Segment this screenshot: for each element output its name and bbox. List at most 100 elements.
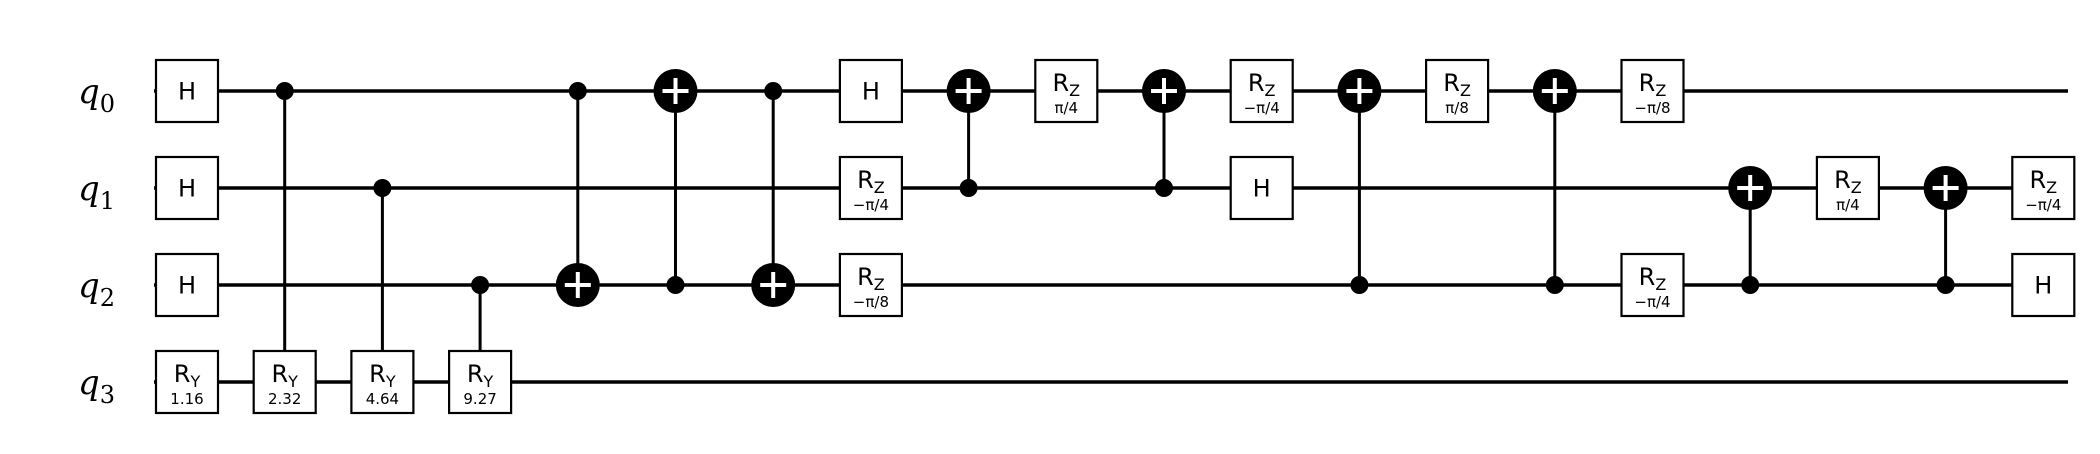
gate-rz: RZ−π/8: [838, 252, 904, 318]
gate-label: RZ: [857, 166, 885, 197]
gate-param: π/4: [1054, 99, 1078, 117]
gate-box: [350, 349, 415, 415]
cnot-target: [1532, 69, 1577, 113]
gate-box: [154, 349, 220, 415]
control-dot: [1936, 276, 1955, 294]
gate-param: 1.16: [170, 390, 203, 408]
gate-h: H: [1229, 155, 1294, 221]
cnot-target: [653, 69, 698, 113]
control-dot: [1155, 179, 1173, 197]
gate-label: H: [862, 78, 880, 106]
control-dot: [1741, 276, 1760, 294]
qubit-label-3: q3: [78, 363, 115, 409]
gate-box: [1620, 252, 1685, 318]
gate-label: RZ: [1443, 69, 1471, 100]
gate-box: [1229, 58, 1294, 124]
gate-label: RZ: [1052, 69, 1080, 100]
gate-h: H: [154, 252, 220, 318]
control-dot: [666, 276, 685, 294]
gate-param: 9.27: [463, 390, 496, 408]
gate-label: H: [178, 272, 196, 300]
gate-param: π/8: [1445, 99, 1469, 117]
gate-label: RY: [467, 360, 494, 391]
gate-ry: RY9.27: [448, 349, 513, 415]
gate-label: RZ: [857, 263, 885, 294]
gate-box: [2011, 252, 2076, 318]
gate-label: RZ: [1248, 69, 1276, 100]
gate-param: −π/4: [1634, 293, 1670, 311]
gate-label: RY: [271, 360, 298, 391]
gate-param: −π/4: [1244, 99, 1280, 117]
cnot-target: [1923, 166, 1968, 210]
gate-box: [154, 155, 220, 221]
control-dot: [959, 179, 978, 197]
gate-label: RZ: [1834, 166, 1862, 197]
gate-box: [2011, 155, 2076, 221]
cnot-target: [1337, 69, 1382, 113]
qubit-label-2: q2: [78, 266, 115, 312]
gate-box: [154, 58, 220, 124]
cnot-target: [1142, 69, 1186, 113]
control-dot: [764, 82, 783, 100]
gate-param: −π/4: [853, 196, 889, 214]
gate-label: RY: [174, 360, 201, 391]
qubit-labels: q0 q1 q2 q3: [78, 72, 115, 409]
qubit-wires: [154, 89, 2068, 384]
control-dot: [275, 82, 294, 100]
gate-rz: RZπ/4: [1815, 155, 1881, 221]
cnot-target: [1728, 166, 1773, 210]
gate-label: RZ: [2029, 166, 2057, 197]
gate-param: 2.32: [268, 390, 301, 408]
gate-rz: RZ−π/4: [1229, 58, 1294, 124]
gate-label: H: [178, 78, 196, 106]
gate-box: [1815, 155, 1881, 221]
gate-rz: RZ−π/4: [838, 155, 904, 221]
gate-h: H: [154, 58, 220, 124]
control-dot: [1350, 276, 1369, 294]
cnot-target: [555, 263, 600, 307]
gate-param: −π/8: [853, 293, 889, 311]
cnot-target: [751, 263, 796, 307]
gate-rz: RZ−π/8: [1620, 58, 1685, 124]
cnot-target: [946, 69, 991, 113]
gate-box: [154, 252, 220, 318]
gate-rz: RZπ/4: [1034, 58, 1099, 124]
control-dot: [471, 276, 490, 294]
control-dot: [568, 82, 587, 100]
gate-box: [1424, 58, 1490, 124]
gate-label: H: [178, 175, 196, 203]
gate-ry: RY2.32: [252, 349, 317, 415]
gate-rz: RZ−π/4: [1620, 252, 1685, 318]
gate-label: H: [2034, 272, 2052, 300]
gate-box: [838, 252, 904, 318]
gate-box: [1034, 58, 1099, 124]
gate-param: π/4: [1836, 196, 1860, 214]
qubit-label-0: q0: [78, 72, 115, 118]
gate-param: 4.64: [366, 390, 399, 408]
gate-label: RY: [369, 360, 396, 391]
gate-param: −π/8: [1634, 99, 1670, 117]
gate-box: [1229, 155, 1294, 221]
gate-label: H: [1253, 175, 1271, 203]
gate-rz: RZπ/8: [1424, 58, 1490, 124]
gate-h: H: [2011, 252, 2076, 318]
control-connectors: [283, 91, 1948, 382]
qubit-label-1: q1: [78, 169, 115, 215]
control-dot: [373, 179, 392, 197]
gate-h: H: [838, 58, 904, 124]
circuit-operations: HHHRY1.16RY2.32RY4.64RY9.27HRZ−π/4RZ−π/8…: [154, 58, 2076, 415]
gate-rz: RZ−π/4: [2011, 155, 2076, 221]
gate-ry: RY4.64: [350, 349, 415, 415]
gate-h: H: [154, 155, 220, 221]
gate-box: [448, 349, 513, 415]
gate-label: RZ: [1639, 263, 1667, 294]
gate-param: −π/4: [2025, 196, 2061, 214]
gate-box: [252, 349, 317, 415]
gate-box: [838, 58, 904, 124]
gate-ry: RY1.16: [154, 349, 220, 415]
control-dot: [1545, 276, 1564, 294]
gate-box: [1620, 58, 1685, 124]
gate-box: [838, 155, 904, 221]
gate-label: RZ: [1639, 69, 1667, 100]
